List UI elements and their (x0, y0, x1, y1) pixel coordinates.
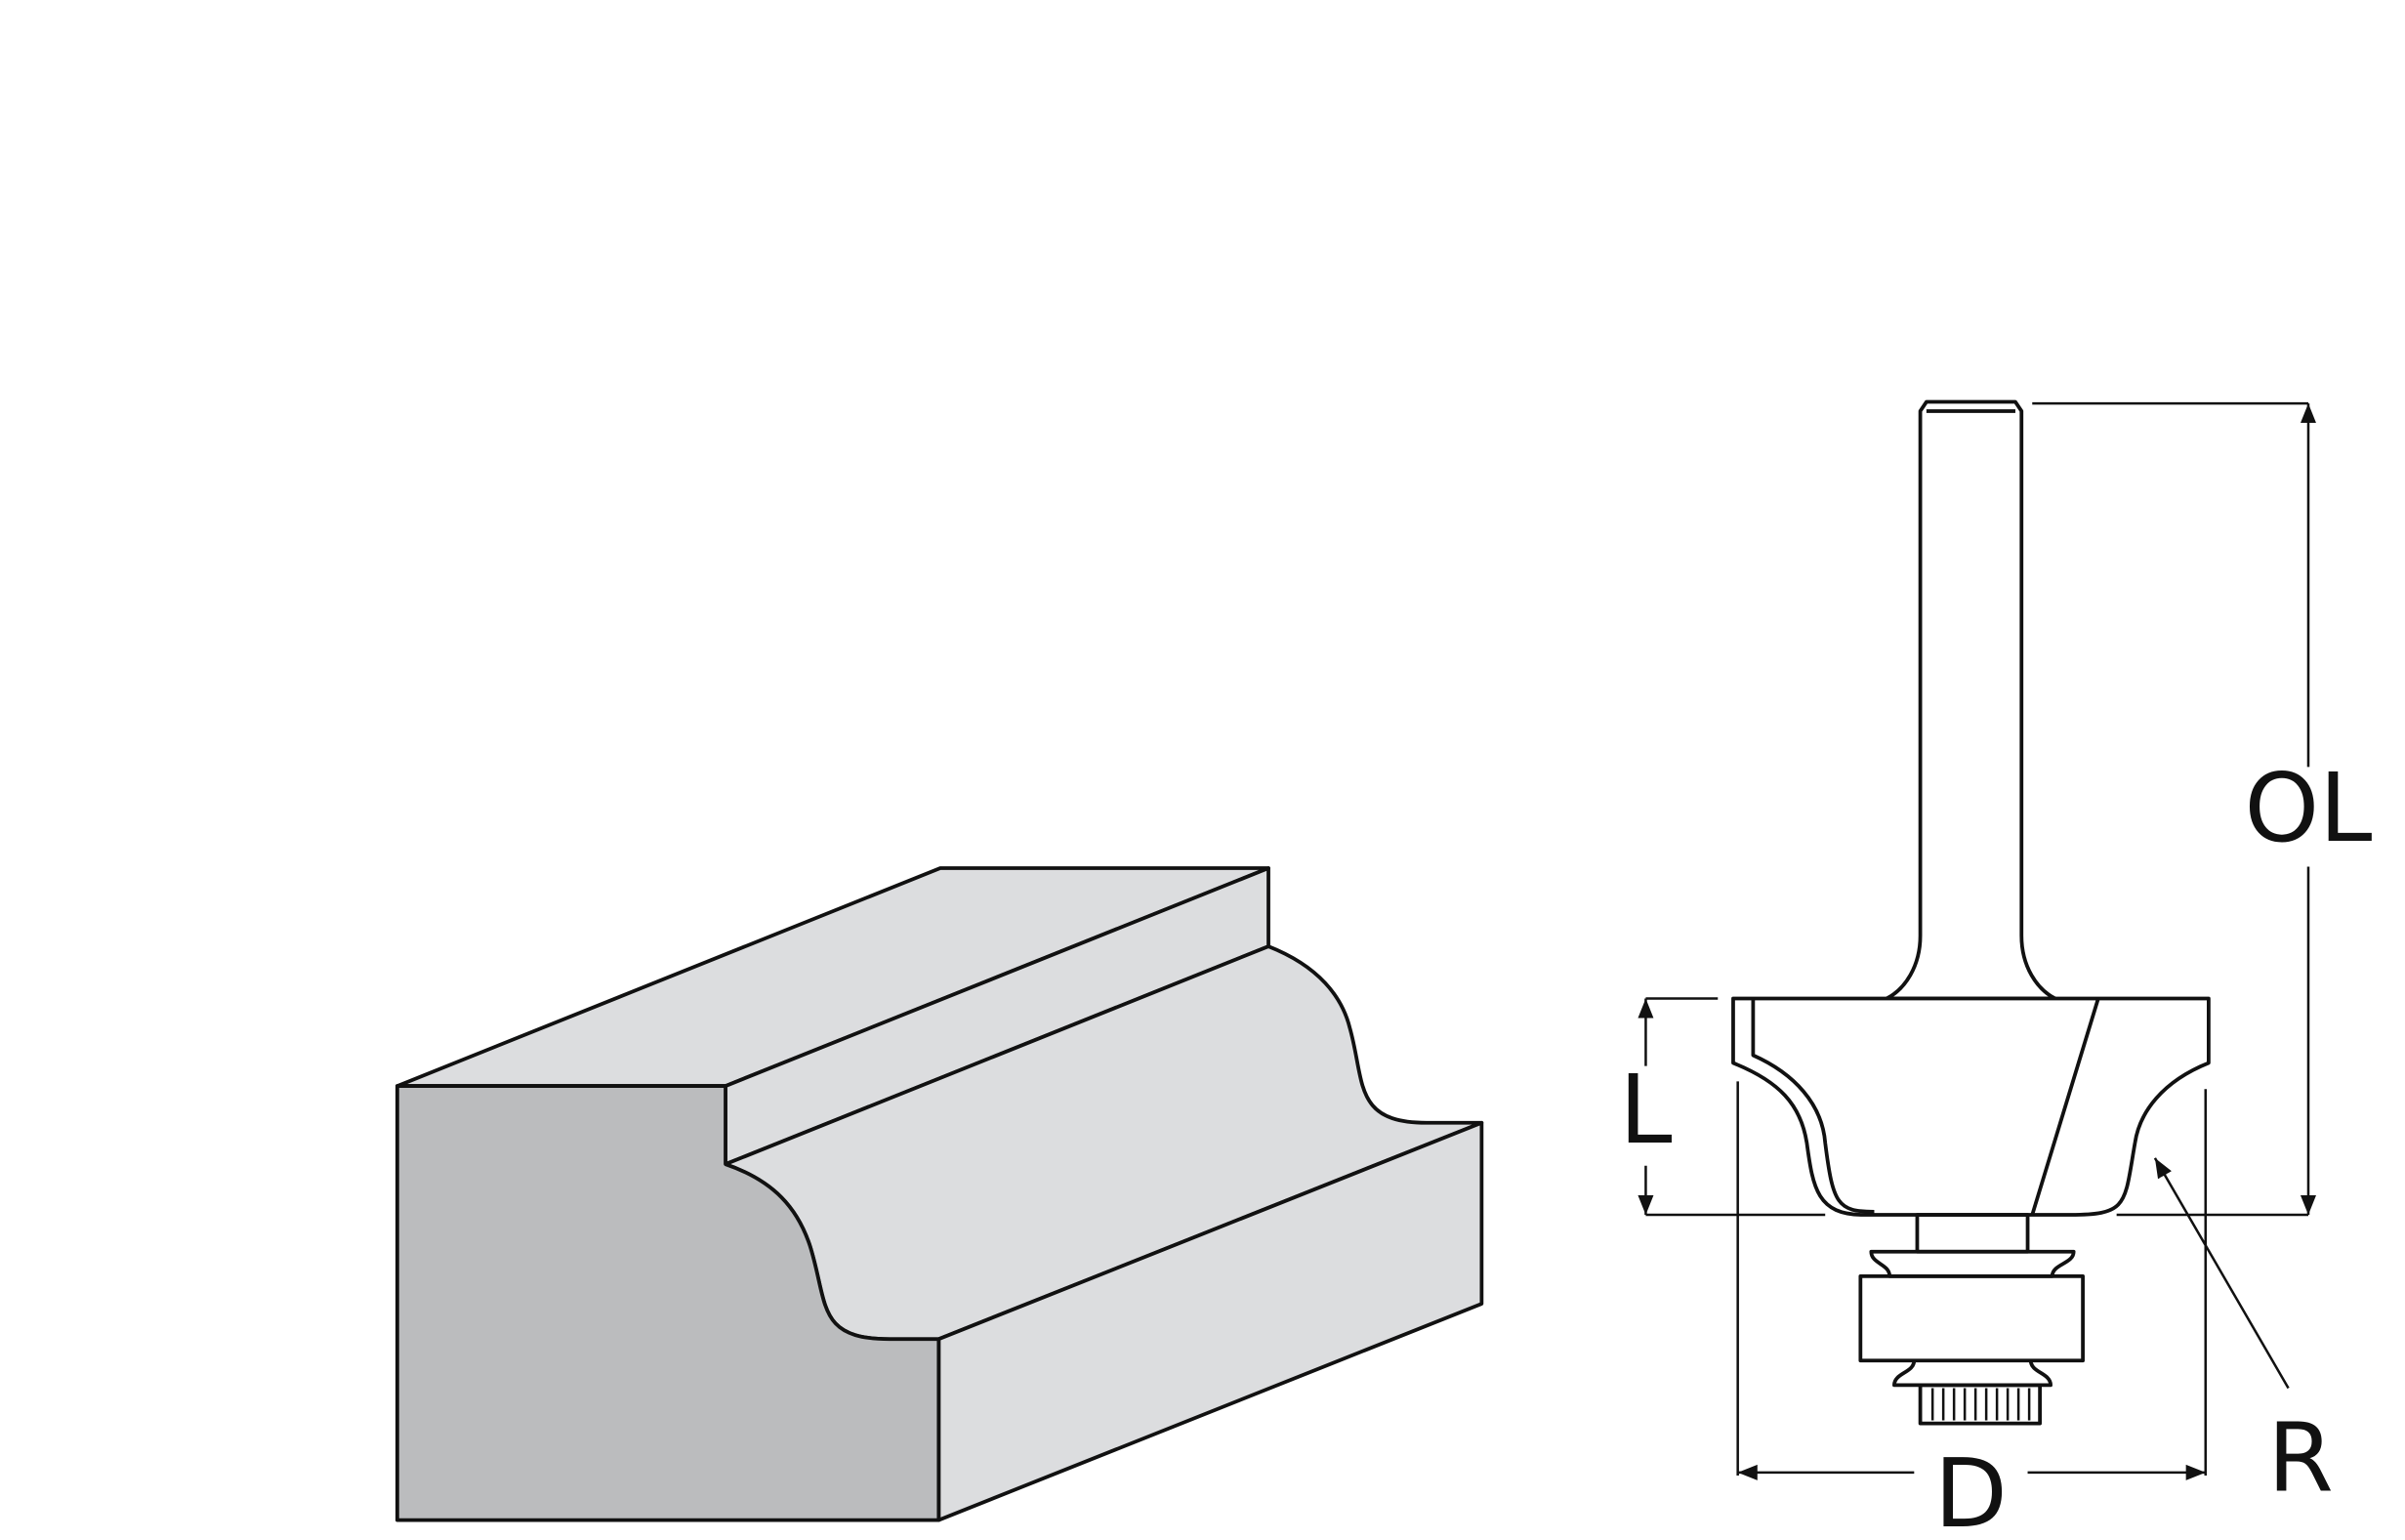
bit-neck (1915, 1213, 2030, 1254)
d-label: D (1934, 1438, 2008, 1540)
dimension-l: L (1619, 997, 2308, 1217)
dimension-r: R (2153, 1157, 2334, 1514)
dimension-ol: OL (2032, 401, 2373, 1216)
router-bit (1731, 399, 2211, 1426)
bit-cutter-body (1731, 996, 2211, 1217)
dimension-d: D (1736, 1081, 2208, 1540)
ol-label: OL (2245, 753, 2373, 863)
bearing-bottom-flange (1892, 1359, 2053, 1388)
workpiece-profile-block (394, 866, 1484, 1522)
bearing-screw (1918, 1383, 2042, 1426)
bit-shank (1885, 399, 2057, 1001)
r-label: R (2267, 1403, 2334, 1514)
bearing-top-flange (1869, 1249, 2076, 1278)
l-label: L (1619, 1055, 1672, 1165)
bearing (1858, 1273, 2085, 1363)
block-front-face (394, 1084, 941, 1522)
